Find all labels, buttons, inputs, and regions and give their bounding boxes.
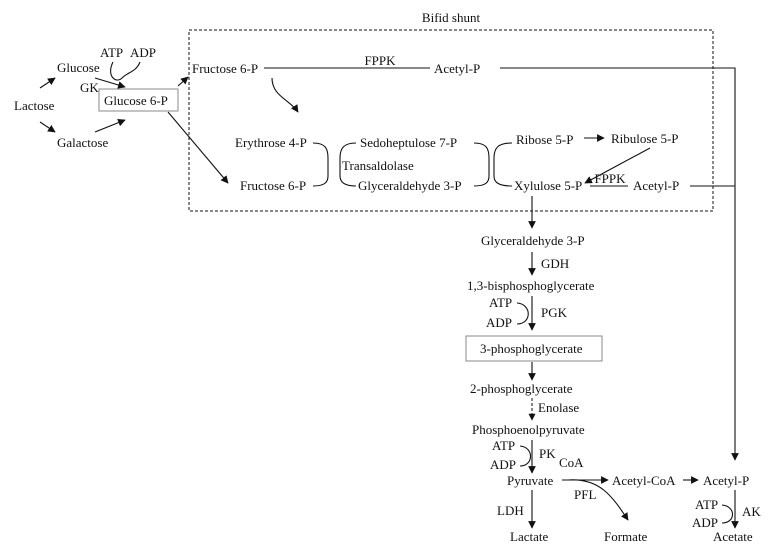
glucose6p-box	[98, 88, 179, 112]
bracket-transketolase-right	[493, 142, 513, 187]
pgk-label: PGK	[541, 305, 568, 320]
arrow-ribulose5p-xylulose5p	[584, 147, 651, 184]
ak-label: AK	[742, 504, 761, 519]
lactose-label: Lactose	[14, 98, 55, 113]
ldh-label: LDH	[497, 503, 524, 518]
bracket-transaldolase-right	[339, 142, 357, 187]
enolase-label: Enolase	[538, 400, 579, 415]
glyceraldehyde3p-label: Glyceraldehyde 3-P	[481, 233, 585, 248]
atp2-label: ATP	[492, 438, 515, 453]
transaldolase-label: Transaldolase	[342, 158, 414, 173]
fructose6p-top-label: Fructose 6-P	[192, 61, 258, 76]
adp3-label: ADP	[692, 515, 718, 530]
arrow-fructose6p-erythrose4p	[271, 77, 299, 113]
bpg-label: 1,3-bisphosphoglycerate	[467, 278, 595, 293]
acetylp-end-label: Acetyl-P	[703, 473, 749, 488]
fppk-top-label: FPPK	[364, 53, 396, 68]
xylulose5p-label: Xylulose 5-P	[514, 178, 582, 193]
adp1-label: ADP	[486, 315, 512, 330]
bifid-shunt-box	[188, 29, 714, 212]
galactose-label: Galactose	[57, 135, 108, 150]
pep-label: Phosphoenolpyruvate	[472, 422, 585, 437]
ribulose5p-label: Ribulose 5-P	[611, 131, 679, 146]
atp2-adp2-curve	[519, 445, 532, 467]
adp2-label: ADP	[490, 457, 516, 472]
arrow-pfl-formate	[567, 479, 629, 521]
arrow-lactose-glucose	[39, 77, 56, 89]
atp-adp-curve	[110, 61, 141, 81]
acetylcoa-label: Acetyl-CoA	[612, 473, 676, 488]
pg3-label: 3-phosphoglycerate	[480, 341, 583, 356]
ribose5p-label: Ribose 5-P	[516, 132, 573, 147]
adp-label: ADP	[130, 45, 156, 60]
arrow-lactose-galactose	[39, 121, 56, 133]
bracket-transketolase-left	[473, 142, 490, 187]
arrow-galactose-glucose6p	[94, 118, 126, 133]
glyceraldehyde3p-shunt-label: Glyceraldehyde 3-P	[358, 178, 462, 193]
glucose6p-label: Glucose 6-P	[104, 93, 168, 108]
fructose6p-bottom-label: Fructose 6-P	[240, 178, 306, 193]
fppk-bottom-label: FPPK	[594, 171, 626, 186]
acetylp-bottom-label: Acetyl-P	[633, 178, 679, 193]
arrow-glucose-glucose6p	[94, 77, 126, 89]
sedoheptulose7p-label: Sedoheptulose 7-P	[360, 135, 457, 150]
lactate-label: Lactate	[510, 529, 548, 544]
bifid-shunt-title: Bifid shunt	[422, 10, 481, 25]
pk-label: PK	[539, 446, 556, 461]
pyruvate-label: Pyruvate	[507, 473, 553, 488]
glucose-label: Glucose	[57, 60, 100, 75]
atp-label: ATP	[100, 45, 123, 60]
atp1-label: ATP	[489, 295, 512, 310]
pfl-label: PFL	[574, 487, 596, 502]
gk-label: GK	[80, 80, 99, 95]
formate-label: Formate	[604, 529, 648, 544]
arrow-glucose6p-fructose6p-bottom	[167, 111, 229, 184]
coa-label: CoA	[559, 455, 584, 470]
acetate-label: Acetate	[713, 529, 753, 544]
arrow-acetylp-top-to-end	[500, 67, 739, 461]
gdh-label: GDH	[541, 256, 569, 271]
erythrose4p-label: Erythrose 4-P	[235, 135, 307, 150]
pg3-box	[465, 335, 603, 362]
atp1-adp1-curve	[516, 302, 529, 325]
acetylp-top-label: Acetyl-P	[434, 61, 480, 76]
atp3-label: ATP	[695, 497, 718, 512]
pg2-label: 2-phosphoglycerate	[470, 381, 573, 396]
arrow-glucose6p-fructose6p	[177, 76, 189, 87]
atp3-adp3-curve	[721, 504, 734, 524]
bracket-transaldolase-left	[312, 142, 329, 187]
